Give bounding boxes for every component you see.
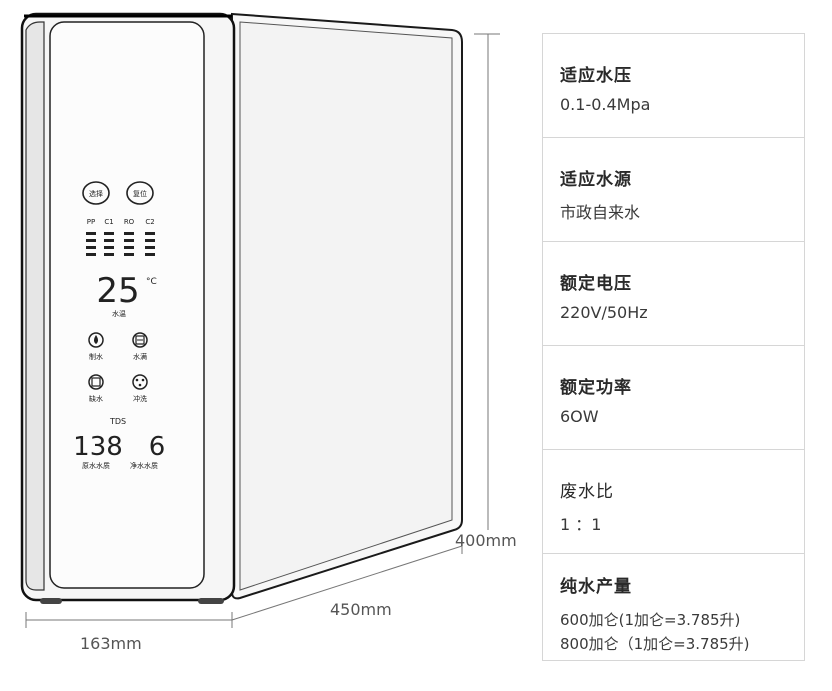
temperature-value: 25	[96, 271, 139, 311]
purifier-front-panel	[49, 21, 205, 589]
svg-text:复位: 复位	[133, 189, 147, 198]
select-button[interactable]: 选择	[82, 181, 110, 205]
reset-button[interactable]: 复位	[126, 181, 154, 205]
height-dimension-label: 400mm	[455, 531, 517, 550]
spec-value: 1 ：1	[560, 515, 602, 534]
temperature-unit: °C	[146, 277, 157, 287]
temperature-label: 水温	[112, 309, 126, 318]
spec-value: 市政自来水	[560, 203, 641, 222]
spec-value: 0.1-0.4Mpa	[560, 95, 651, 114]
filter-label-pp: PP	[87, 218, 95, 226]
depth-dimension-label: 450mm	[330, 600, 392, 619]
spec-waste-ratio: 废水比 1 ：1	[543, 450, 804, 554]
purifier-illustration: 选择 复位 PP C1 RO C2 25 °C 水温 制水 水满 缺水 冲洗 T…	[20, 12, 500, 628]
pure-tds-label: 净水水质	[130, 461, 158, 470]
spec-value-2: 800加仑（1加仑=3.785升)	[560, 635, 750, 653]
icon-label-tank-full: 水满	[133, 352, 147, 361]
filter-label-ro: RO	[124, 218, 135, 226]
spec-title: 适应水压	[560, 66, 632, 86]
svg-text:选择: 选择	[89, 189, 103, 198]
spec-water-source: 适应水源 市政自来水	[543, 138, 804, 242]
width-dimension-line	[25, 612, 232, 628]
spec-title: 额定电压	[560, 274, 632, 294]
filter-label-c2: C2	[145, 218, 154, 226]
flush-icon	[132, 374, 148, 390]
tds-label: TDS	[109, 417, 126, 426]
raw-tds-value: 138	[73, 432, 123, 462]
pure-tds-value: 6	[149, 432, 166, 462]
filter-level-bars	[86, 232, 155, 256]
spec-title: 废水比	[560, 482, 614, 502]
height-dimension-line	[474, 33, 500, 530]
raw-tds-label: 原水水质	[82, 461, 110, 470]
tank-full-icon	[132, 332, 148, 348]
spec-title: 纯水产量	[560, 577, 632, 597]
spec-title: 适应水源	[560, 170, 632, 190]
spec-value: 220V/50Hz	[560, 303, 648, 322]
spec-water-pressure: 适应水压 0.1-0.4Mpa	[543, 34, 804, 138]
spec-rated-power: 额定功率 6OW	[543, 346, 804, 450]
icon-label-flush: 冲洗	[133, 394, 147, 403]
spec-value: 6OW	[560, 407, 599, 426]
icon-label-making-water: 制水	[89, 352, 103, 361]
spec-title: 额定功率	[560, 378, 632, 398]
width-dimension-label: 163mm	[80, 634, 142, 653]
water-drop-icon	[88, 332, 104, 348]
filter-label-c1: C1	[104, 218, 113, 226]
icon-label-water-shortage: 缺水	[89, 394, 103, 403]
spec-value: 600加仑(1加仑=3.785升)	[560, 611, 741, 629]
spec-pure-water-output: 纯水产量 600加仑(1加仑=3.785升) 800加仑（1加仑=3.785升)	[543, 554, 804, 662]
spec-rated-voltage: 额定电压 220V/50Hz	[543, 242, 804, 346]
water-shortage-icon	[88, 374, 104, 390]
spec-table: 适应水压 0.1-0.4Mpa 适应水源 市政自来水 额定电压 220V/50H…	[542, 33, 805, 661]
